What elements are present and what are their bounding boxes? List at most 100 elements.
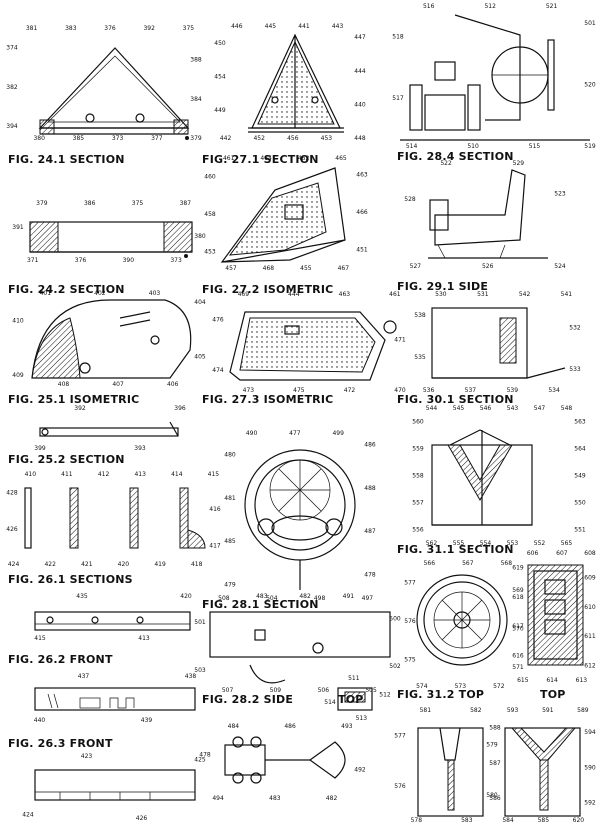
reference-numeral: 612: [584, 662, 596, 669]
reference-numeral: 448: [354, 135, 366, 142]
reference-numeral: 422: [44, 561, 56, 568]
reference-numeral: 417: [209, 543, 221, 550]
reference-numeral: 423: [81, 753, 93, 760]
reference-numeral: 466: [356, 209, 368, 216]
figure-31-2-caption: FIG. 31.2 TOP: [397, 688, 484, 701]
reference-numeral: 461: [223, 155, 235, 162]
reference-numeral: 620: [573, 817, 585, 824]
reference-numeral: 373: [170, 257, 182, 264]
reference-numeral: 371: [27, 257, 39, 264]
reference-numeral: 549: [574, 473, 586, 480]
reference-numeral: 536: [423, 387, 435, 394]
reference-numeral: 440: [34, 717, 46, 724]
figure-31-2: FIG. 31.2 TOP: [397, 574, 508, 701]
reference-numeral: 406: [167, 381, 179, 388]
reference-numeral: 615: [517, 677, 529, 684]
reference-numeral: 577: [404, 579, 416, 586]
reference-numeral: 479: [224, 582, 236, 589]
reference-numeral: 558: [412, 473, 424, 480]
reference-numeral: 587: [489, 760, 501, 767]
reference-numeral: 377: [151, 135, 163, 142]
reference-numeral: 616: [512, 653, 524, 660]
figure-24-1-caption: FIG. 24.1 SECTION: [8, 153, 125, 166]
reference-numeral: 470: [394, 387, 406, 394]
reference-numeral: 457: [225, 265, 237, 272]
reference-numeral: 497: [362, 595, 374, 602]
reference-numeral: 469: [238, 291, 250, 298]
figure-25-2-caption: FIG. 25.2 SECTION: [8, 453, 125, 466]
reference-numeral: 376: [104, 25, 116, 32]
reference-numeral: 551: [574, 527, 586, 534]
reference-numeral: 458: [204, 211, 216, 218]
reference-numeral: 533: [569, 366, 581, 373]
reference-numeral: 555: [453, 540, 465, 547]
reference-numeral: 506: [318, 687, 330, 694]
reference-numeral: 419: [154, 561, 166, 568]
reference-numeral: 529: [513, 160, 525, 167]
figure-bottom-d: [34, 769, 196, 801]
reference-numeral: 560: [412, 419, 424, 426]
figure-27-1-caption: FIG. 27.1 SECTION: [202, 153, 319, 166]
reference-numeral: 545: [453, 405, 465, 412]
reference-numeral: 455: [300, 265, 312, 272]
reference-numeral: 608: [584, 550, 596, 557]
figure-25-1-caption: FIG. 25.1 ISOMETRIC: [8, 393, 139, 406]
reference-numeral: 413: [134, 471, 146, 478]
reference-numeral: 565: [561, 540, 573, 547]
reference-numeral: 537: [465, 387, 477, 394]
figure-24-2: FIG. 24.2 SECTION: [8, 221, 193, 296]
reference-numeral: 542: [519, 291, 531, 298]
figure-31-2-top: TOP: [527, 564, 584, 701]
reference-numeral: 513: [356, 715, 368, 722]
reference-numeral: 438: [185, 673, 197, 680]
reference-numeral: 402: [94, 290, 106, 297]
reference-numeral: 523: [554, 191, 566, 198]
reference-numeral: 462: [298, 155, 310, 162]
reference-numeral: 418: [191, 561, 203, 568]
reference-numeral: 484: [228, 723, 240, 730]
figure-27-2-caption: FIG. 27.2 ISOMETRIC: [202, 283, 333, 296]
reference-numeral: 531: [477, 291, 489, 298]
reference-numeral: 421: [81, 561, 93, 568]
reference-numeral: 498: [314, 595, 326, 602]
reference-numeral: 588: [489, 725, 501, 732]
reference-numeral: 574: [416, 683, 428, 690]
reference-numeral: 420: [118, 561, 130, 568]
reference-numeral: 592: [584, 799, 596, 806]
reference-numeral: 380: [194, 233, 206, 240]
reference-numeral: 493: [341, 723, 353, 730]
reference-numeral: 514: [324, 699, 336, 706]
figure-26-1-caption: FIG. 26.1 SECTIONS: [8, 573, 133, 586]
reference-numeral: 490: [246, 430, 258, 437]
reference-numeral: 450: [214, 40, 226, 47]
reference-numeral: 416: [209, 506, 221, 513]
reference-numeral: 569: [512, 587, 524, 594]
reference-numeral: 485: [224, 538, 236, 545]
reference-numeral: 386: [84, 200, 96, 207]
reference-numeral: 486: [364, 442, 376, 449]
figure-31-2-top-caption: TOP: [540, 688, 566, 701]
reference-numeral: 379: [190, 135, 202, 142]
reference-numeral: 426: [6, 526, 18, 533]
reference-numeral: 415: [34, 635, 46, 642]
reference-numeral: 501: [584, 20, 596, 27]
reference-numeral: 579: [486, 741, 498, 748]
reference-numeral: 468: [263, 265, 275, 272]
reference-numeral: 509: [270, 687, 282, 694]
reference-numeral: 619: [512, 565, 524, 572]
reference-numeral: 575: [404, 656, 416, 663]
reference-numeral: 393: [134, 445, 146, 452]
reference-numeral: 410: [12, 317, 24, 324]
reference-numeral: 435: [76, 593, 88, 600]
figure-26-3: FIG. 26.3 FRONT: [8, 687, 196, 750]
figure-27-3-caption: FIG. 27.3 ISOMETRIC: [202, 393, 333, 406]
reference-numeral: 515: [529, 143, 541, 150]
reference-numeral: 471: [394, 337, 406, 344]
reference-numeral: 563: [574, 419, 586, 426]
reference-numeral: 519: [584, 143, 596, 150]
reference-numeral: 460: [204, 174, 216, 181]
reference-numeral: 518: [392, 34, 404, 41]
reference-numeral: 415: [208, 471, 220, 478]
figure-26-2: FIG. 26.2 FRONT: [8, 611, 191, 666]
reference-numeral: 482: [326, 795, 338, 802]
